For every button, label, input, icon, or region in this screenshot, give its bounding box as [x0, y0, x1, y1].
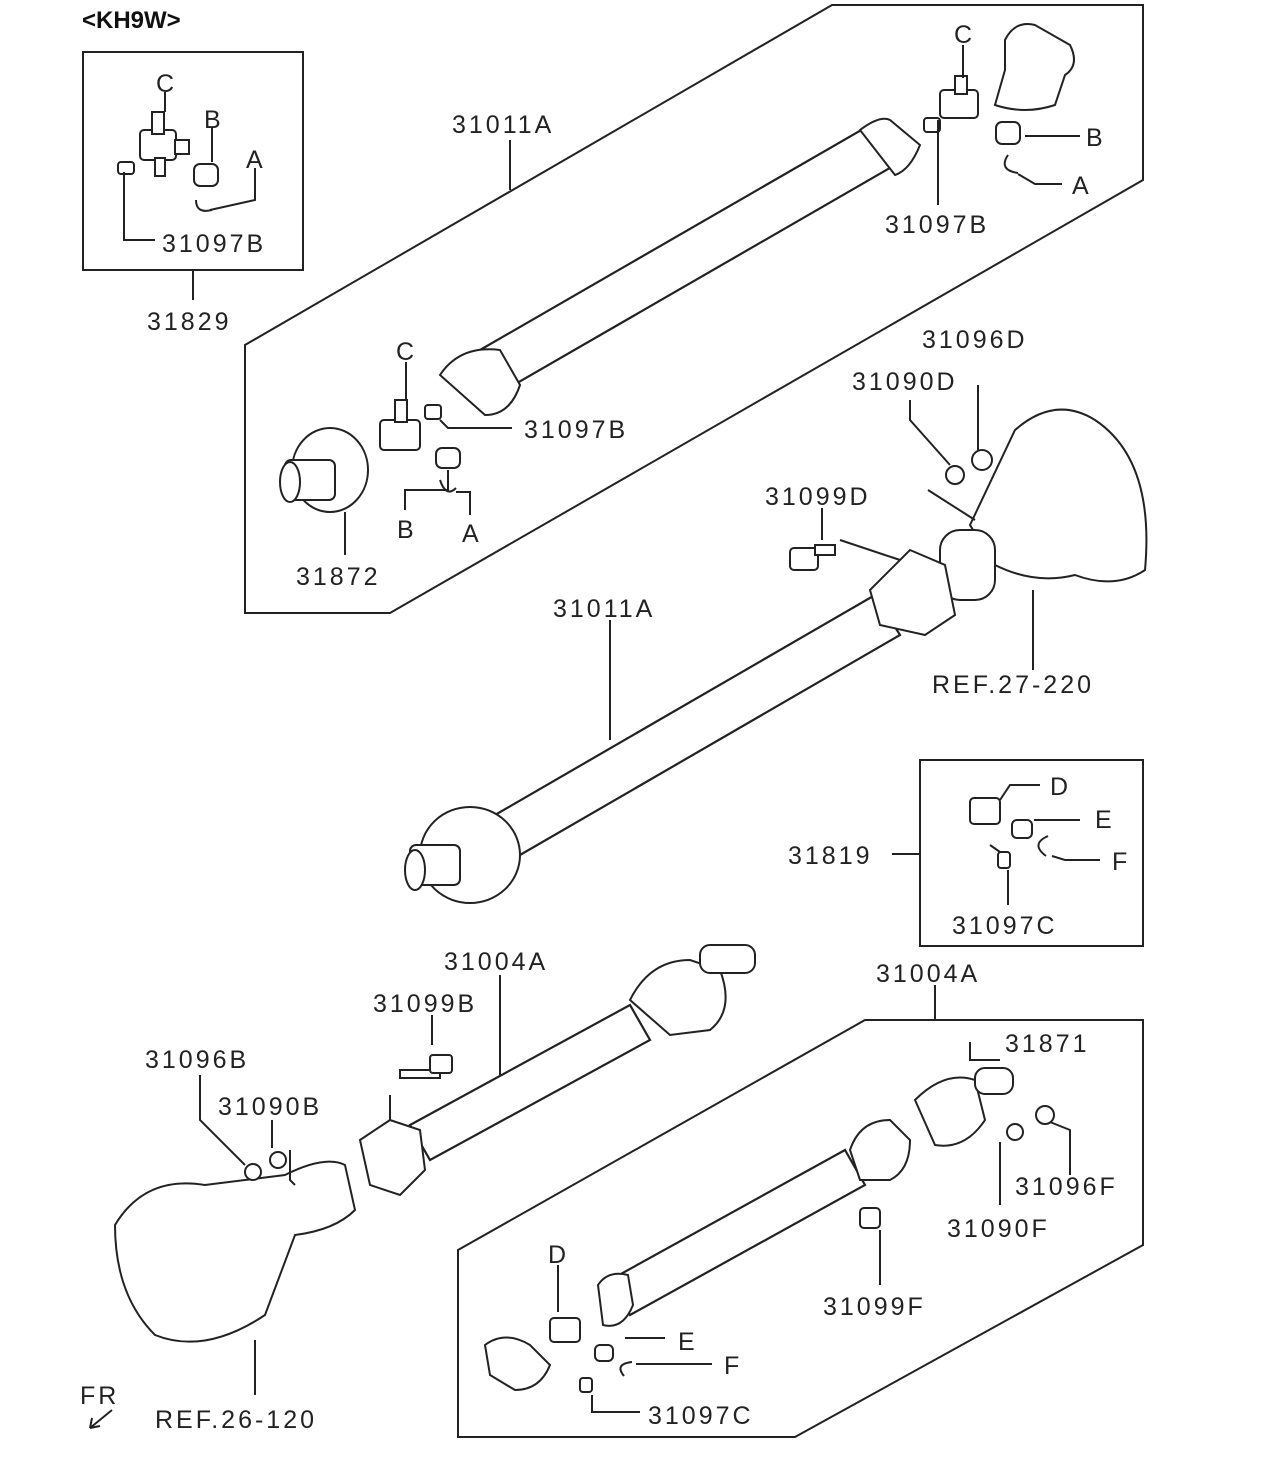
label-31097c: 31097C	[952, 912, 1058, 940]
label-31096f: 31096F	[1015, 1173, 1118, 1201]
universal-joint-kit-icon	[117, 111, 219, 212]
label-31011a-middle: 31011A	[553, 595, 655, 623]
label-f: F	[1112, 848, 1130, 876]
middle-propeller-shaft-icon	[404, 408, 1148, 904]
label-31097b: 31097B	[885, 211, 989, 239]
front-shaft-assembly-icon	[483, 1067, 1055, 1393]
assembly-outline-front	[457, 1019, 1144, 1438]
label-ref-27-220: REF.27-220	[932, 671, 1094, 699]
assembly-outline-rear	[244, 4, 1144, 614]
label-b: B	[397, 516, 417, 544]
label-31097c: 31097C	[648, 1402, 754, 1430]
label-a: A	[246, 146, 266, 174]
label-c: C	[156, 70, 177, 98]
label-b: B	[204, 106, 224, 134]
label-31090b: 31090B	[218, 1093, 322, 1121]
label-31097b: 31097B	[524, 416, 628, 444]
model-code-title: <KH9W>	[82, 7, 181, 34]
label-31090f: 31090F	[947, 1215, 1050, 1243]
label-31871: 31871	[1005, 1030, 1090, 1058]
label-31872: 31872	[296, 563, 381, 591]
label-c: C	[954, 21, 975, 49]
label-a: A	[1072, 172, 1092, 200]
label-e: E	[1095, 806, 1115, 834]
label-a: A	[462, 520, 482, 548]
label-fr: FR	[80, 1382, 119, 1410]
label-c: C	[396, 338, 417, 366]
label-31099b: 31099B	[373, 990, 477, 1018]
label-31004a-kit: 31004A	[876, 960, 980, 988]
label-31090d: 31090D	[852, 368, 958, 396]
label-31004a-front: 31004A	[444, 948, 548, 976]
label-d: D	[548, 1241, 569, 1269]
label-31096d: 31096D	[922, 326, 1028, 354]
label-e: E	[678, 1328, 698, 1356]
label-b: B	[1086, 124, 1106, 152]
rear-propeller-shaft-icon	[279, 23, 1075, 513]
universal-joint-kit-icon	[969, 797, 1049, 869]
label-31819: 31819	[788, 842, 873, 870]
label-31099d: 31099D	[765, 483, 871, 511]
label-31097b: 31097B	[162, 230, 266, 258]
label-31096b: 31096B	[145, 1046, 249, 1074]
label-ref-26-120: REF.26-120	[155, 1406, 317, 1434]
front-direction-arrow-icon	[89, 1409, 113, 1429]
label-31011a-top: 31011A	[452, 111, 554, 139]
label-f: F	[724, 1352, 742, 1380]
label-d: D	[1050, 773, 1071, 801]
label-31099f: 31099F	[823, 1293, 926, 1321]
label-31829: 31829	[147, 308, 232, 336]
front-propeller-shaft-icon	[113, 944, 756, 1343]
